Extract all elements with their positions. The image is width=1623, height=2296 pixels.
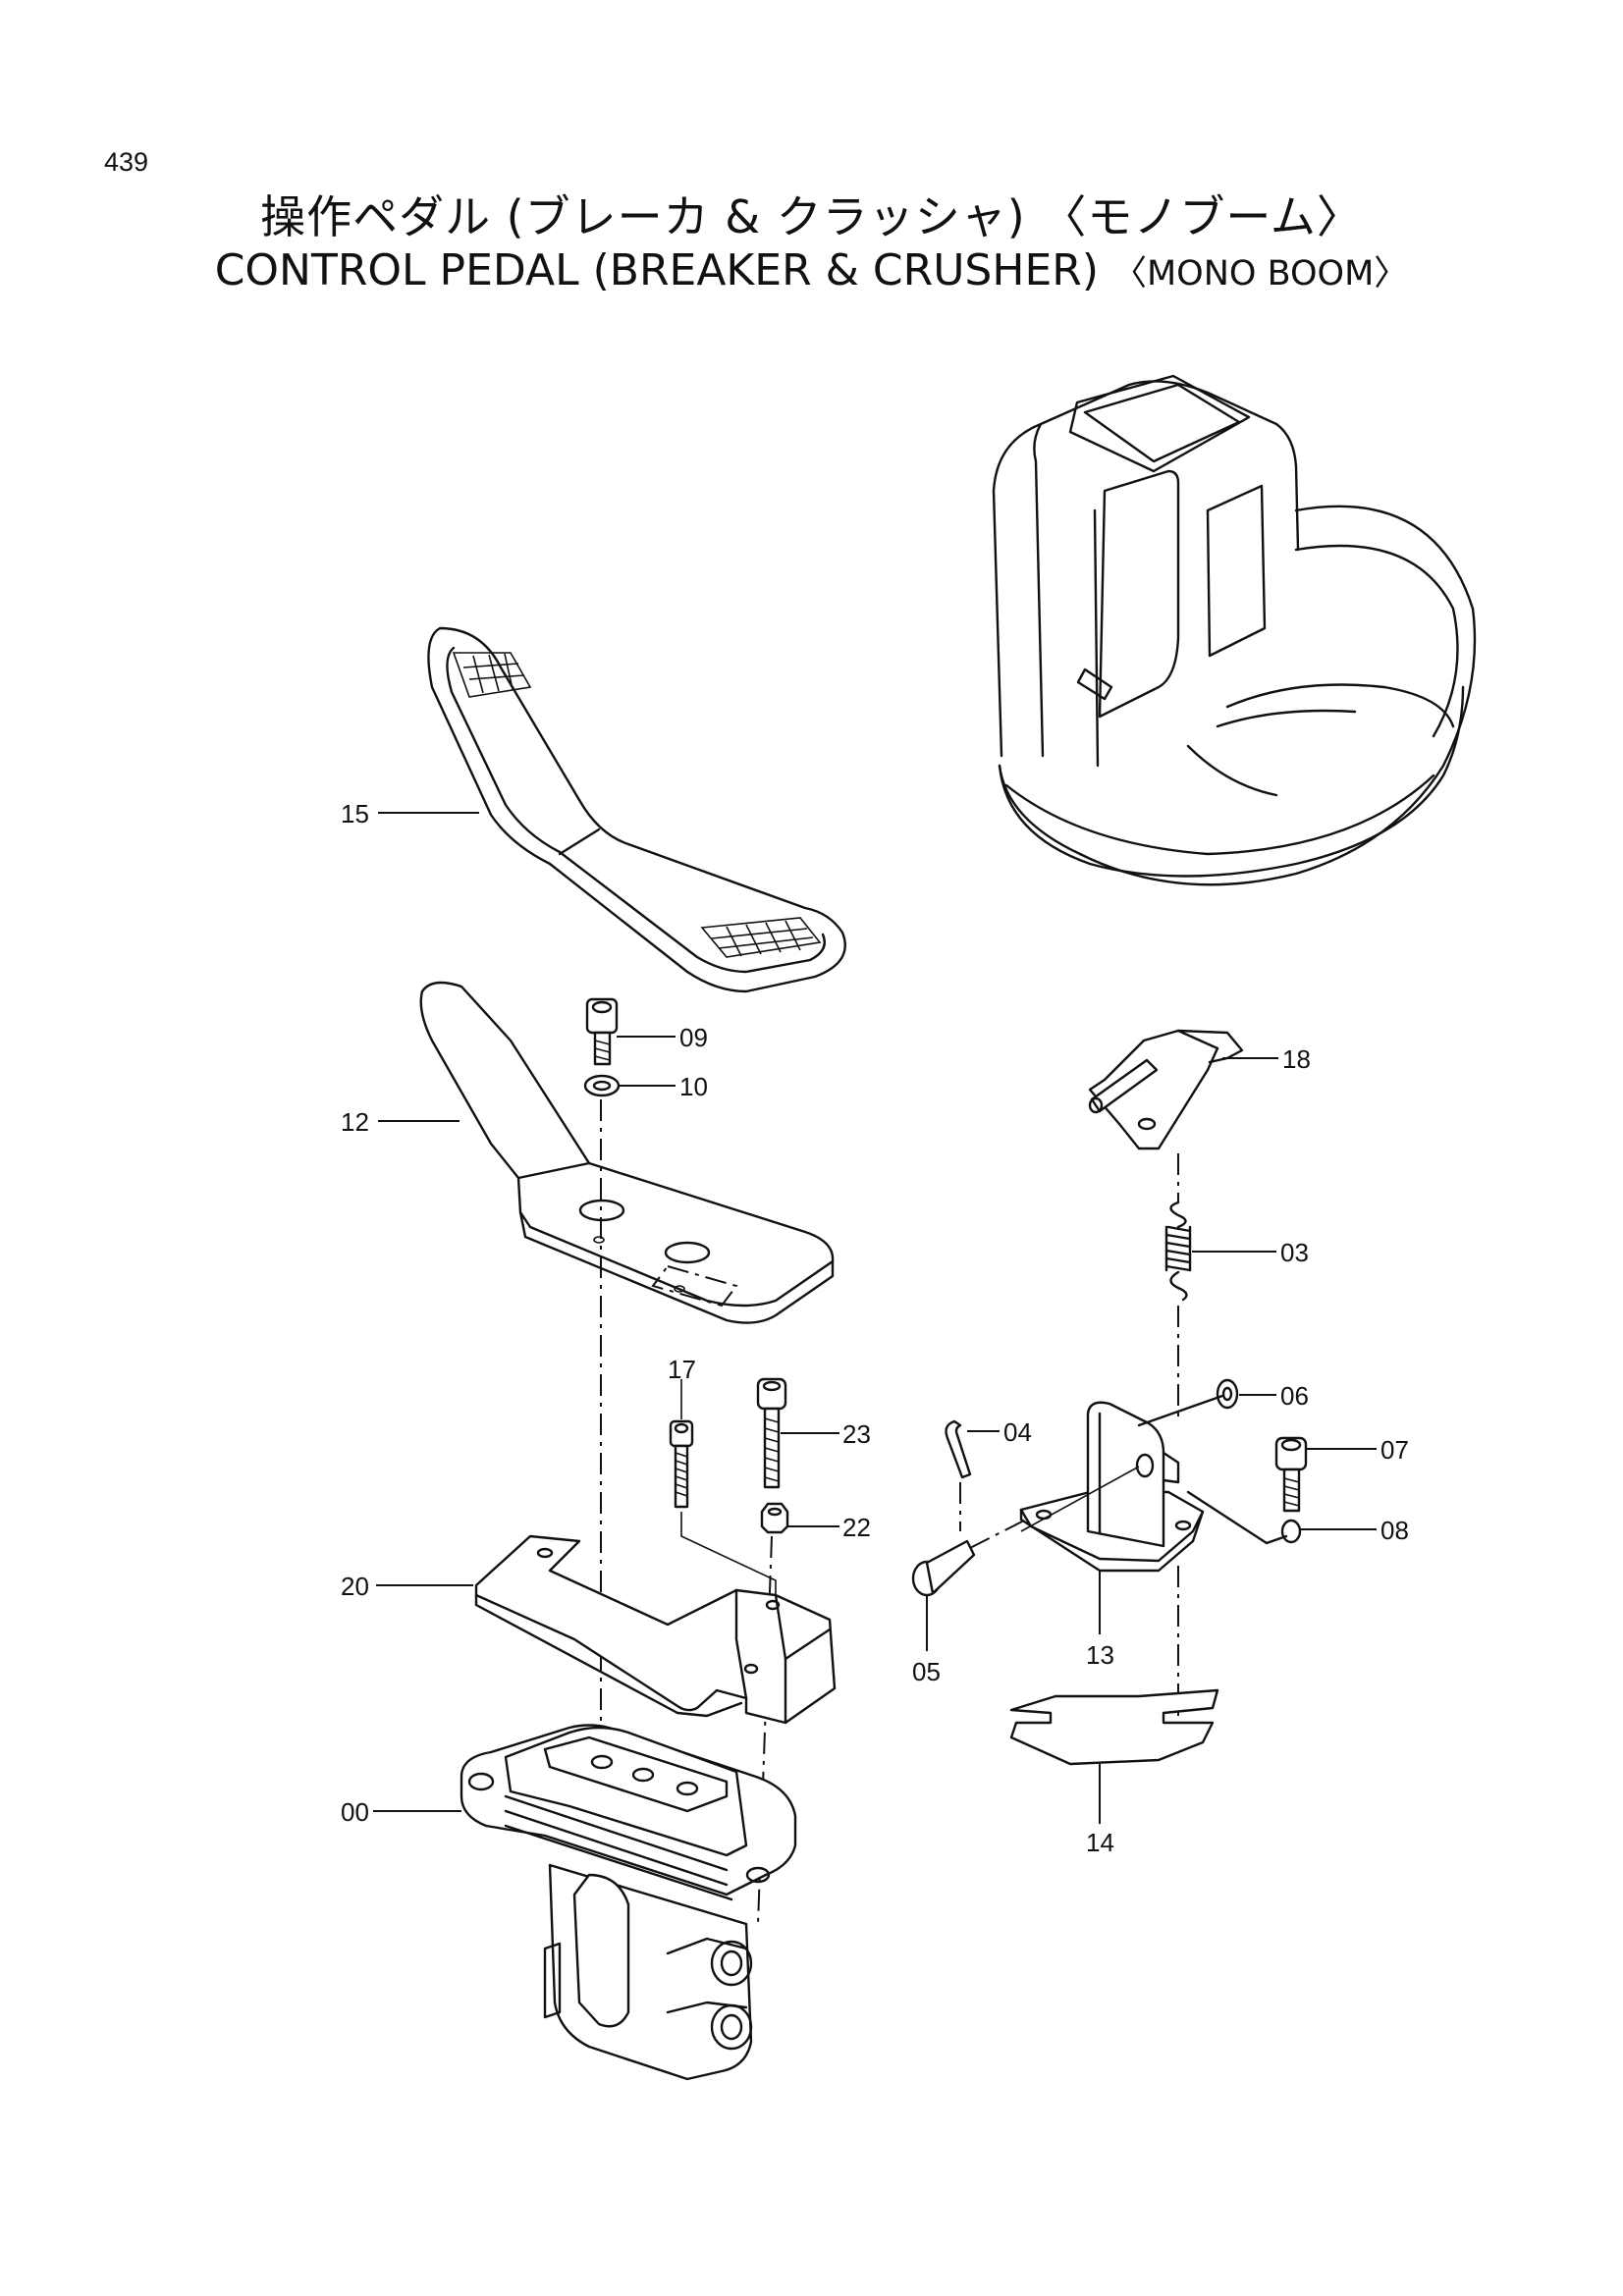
part-22-nut — [760, 1502, 789, 1534]
part-20-mounting-plate — [474, 1534, 837, 1725]
part-07-bolt — [1274, 1436, 1308, 1513]
title-japanese: 操作ペダル (ブレーカ & クラッシャ) 〈モノブーム〉 — [260, 190, 1363, 243]
label-23: 23 — [842, 1419, 871, 1449]
part-13-pedal-bracket — [1019, 1394, 1224, 1573]
label-10: 10 — [679, 1072, 708, 1101]
part-18-bracket — [1088, 1029, 1244, 1150]
label-12: 12 — [341, 1107, 369, 1137]
part-09-bolt — [585, 997, 619, 1066]
page-number: 439 — [104, 147, 149, 177]
label-18: 18 — [1282, 1044, 1311, 1074]
label-03: 03 — [1280, 1238, 1309, 1267]
label-00: 00 — [341, 1797, 369, 1827]
label-07: 07 — [1380, 1435, 1409, 1465]
part-00-pedal-valve — [460, 1724, 797, 2081]
part-04-cotter-pin — [945, 1419, 972, 1531]
label-17: 17 — [668, 1355, 696, 1384]
label-05: 05 — [912, 1657, 941, 1686]
part-05-pin — [911, 1519, 1027, 1597]
part-12-pedal-plate — [419, 981, 835, 1324]
label-08: 08 — [1380, 1516, 1409, 1545]
part-03-spring — [1164, 1153, 1192, 1423]
part-number-labels: 15 09 10 12 18 03 17 23 22 06 04 07 08 2… — [341, 799, 1409, 1857]
label-22: 22 — [842, 1513, 871, 1542]
title-english-main: CONTROL PEDAL (BREAKER & CRUSHER) — [214, 245, 1099, 295]
part-17-bolt — [669, 1379, 777, 1610]
excavator-cab-illustration — [992, 374, 1477, 886]
label-14: 14 — [1086, 1828, 1114, 1857]
part-08-washer — [1186, 1490, 1302, 1545]
part-23-bolt — [756, 1377, 787, 1489]
label-15: 15 — [341, 799, 369, 828]
title-english: CONTROL PEDAL (BREAKER & CRUSHER) 〈MONO … — [0, 245, 1623, 295]
leader-lines — [373, 812, 1377, 1824]
part-14-plate — [1009, 1688, 1219, 1766]
label-04: 04 — [1003, 1417, 1032, 1447]
part-10-washer — [583, 1074, 621, 1097]
label-20: 20 — [341, 1572, 369, 1601]
title-english-sub: 〈MONO BOOM〉 — [1111, 254, 1409, 294]
label-09: 09 — [679, 1023, 708, 1052]
part-06-washer — [1216, 1378, 1239, 1410]
label-13: 13 — [1086, 1640, 1114, 1670]
label-06: 06 — [1280, 1381, 1309, 1411]
part-15-pedal-cover — [427, 626, 846, 993]
